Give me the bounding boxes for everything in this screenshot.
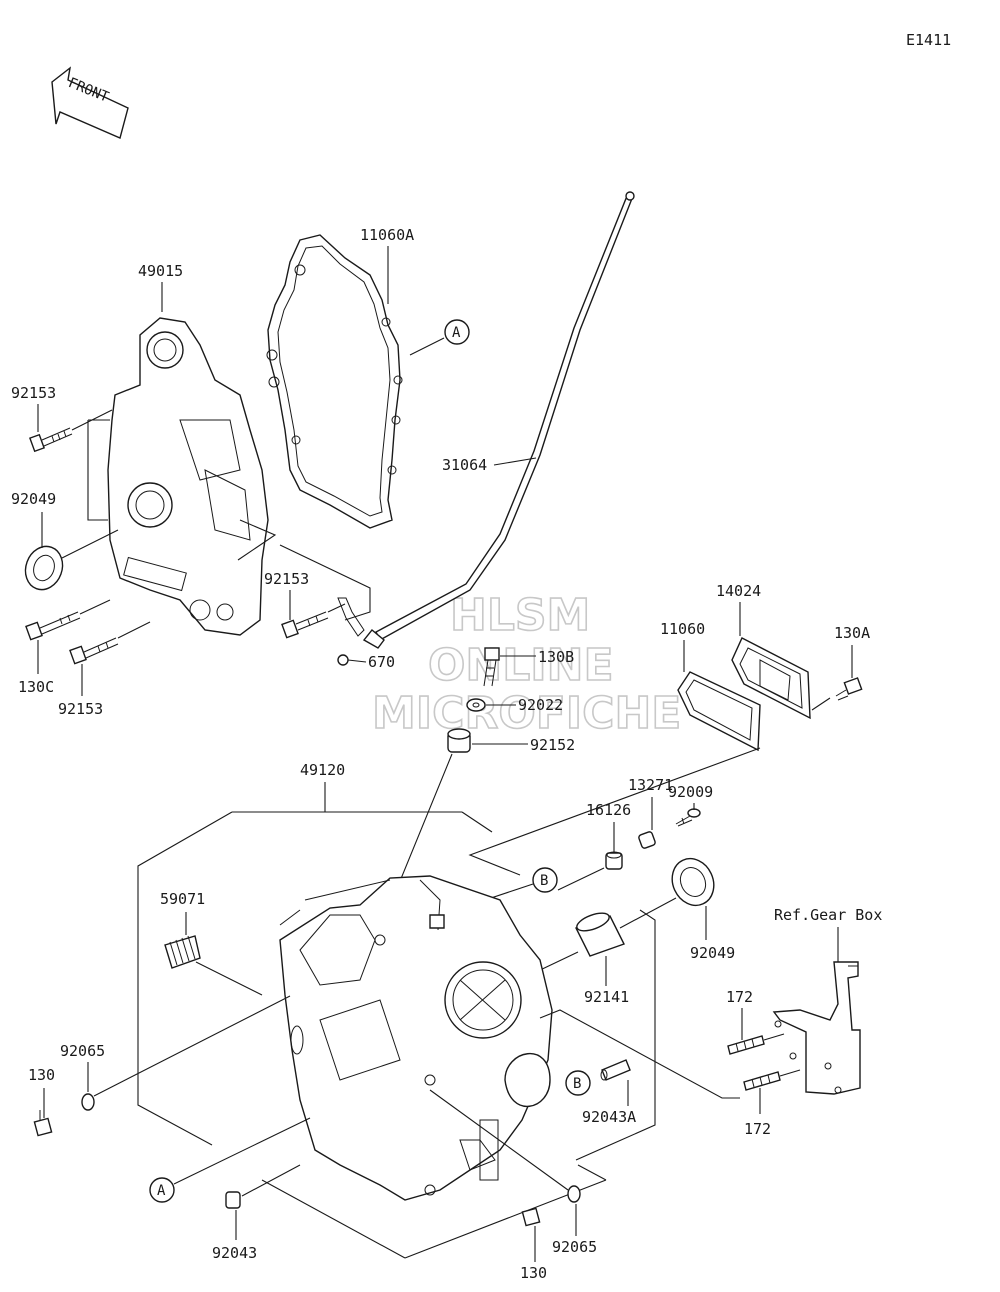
leader-92153-a <box>37 404 113 432</box>
leader-92049-b <box>619 897 707 940</box>
plug-92152 <box>447 728 471 753</box>
label-92065-b: 92065 <box>552 1238 597 1256</box>
label-670: 670 <box>368 653 395 671</box>
gasket-11060 <box>677 671 761 752</box>
label-59071: 59071 <box>160 890 205 908</box>
leader-92065-a <box>87 995 291 1097</box>
bolt-130B <box>483 647 500 687</box>
callout-A-bottom: A <box>149 1177 175 1203</box>
washer-92065-a <box>81 1093 95 1111</box>
bolt-130-a <box>33 1110 53 1137</box>
front-cover-49015 <box>107 317 269 636</box>
label-13271: 13271 <box>628 776 673 794</box>
gear-box-bracket <box>772 961 861 1095</box>
label-172-b: 172 <box>744 1120 771 1138</box>
o-ring-670 <box>337 654 349 666</box>
washer-92022 <box>466 698 486 712</box>
callout-B-upper: B <box>532 867 558 893</box>
collar-16126 <box>605 851 623 870</box>
label-16126: 16126 <box>586 801 631 819</box>
label-92152: 92152 <box>530 736 575 754</box>
leader-130C <box>37 599 111 674</box>
bolt-92153-c <box>69 637 119 665</box>
gasket-11060A <box>266 234 403 529</box>
watermark-line-2: ONLINE <box>428 640 614 691</box>
leader-92153-c <box>81 621 151 696</box>
label-92049-a: 92049 <box>11 490 56 508</box>
bolt-92153-b <box>281 611 329 639</box>
leader-92141 <box>535 951 607 986</box>
svg-text:A: A <box>452 325 461 341</box>
front-arrow-icon: FRONT <box>51 66 129 139</box>
label-49120: 49120 <box>300 761 345 779</box>
label-92043: 92043 <box>212 1244 257 1262</box>
leader-59071 <box>185 912 263 996</box>
screw-92009 <box>675 808 701 827</box>
svg-text:A: A <box>157 1183 166 1199</box>
callout-A-top: A <box>444 319 470 345</box>
stud-172-b <box>743 1071 781 1091</box>
label-49015: 49015 <box>138 262 183 280</box>
oil-seal-92049-a <box>24 545 64 591</box>
label-92043A: 92043A <box>582 1108 636 1126</box>
label-130-b: 130 <box>520 1264 547 1282</box>
reference-label: Ref.Gear Box <box>774 906 882 924</box>
diagram-code: E1411 <box>906 31 951 49</box>
dowel-92043A <box>600 1059 631 1081</box>
label-92065-a: 92065 <box>60 1042 105 1060</box>
label-130C: 130C <box>18 678 54 696</box>
dipstick-tube-31064 <box>337 191 635 649</box>
label-92049-b: 92049 <box>690 944 735 962</box>
watermark-line-1: HLSM <box>450 590 590 641</box>
bolt-130C <box>25 611 81 641</box>
bushing-92141 <box>575 912 625 957</box>
label-172-a: 172 <box>726 988 753 1006</box>
label-92153-b: 92153 <box>264 570 309 588</box>
svg-text:B: B <box>573 1076 581 1092</box>
leader-670 <box>347 659 367 663</box>
oil-seal-92049-b <box>671 857 715 907</box>
clip-13271 <box>638 831 656 849</box>
label-11060: 11060 <box>660 620 705 638</box>
label-92153-c: 92153 <box>58 700 103 718</box>
bolt-130A <box>835 677 863 701</box>
leader-callout-A-top <box>409 337 445 356</box>
label-130A: 130A <box>834 624 870 642</box>
leader-92153-b <box>289 590 346 620</box>
leader-92049-a <box>41 512 119 559</box>
washer-92065-b <box>567 1185 581 1203</box>
cover-plate-14024 <box>731 637 811 720</box>
label-14024: 14024 <box>716 582 761 600</box>
leader-172-b <box>539 1009 801 1114</box>
dowel-92043 <box>225 1191 241 1209</box>
label-130B: 130B <box>538 648 574 666</box>
watermark-line-3: MICROFICHE <box>372 688 681 739</box>
label-130-a: 130 <box>28 1066 55 1084</box>
bolt-130-b <box>521 1207 541 1227</box>
watermark: HLSM ONLINE MICROFICHE <box>371 589 682 740</box>
leader-31064 <box>493 457 537 466</box>
leader-92065-b <box>429 1089 577 1236</box>
leader-172-a <box>741 1008 785 1041</box>
label-92153-a: 92153 <box>11 384 56 402</box>
label-11060A: 11060A <box>360 226 414 244</box>
bolt-92153-a <box>29 427 73 453</box>
bracket-cover <box>468 697 831 876</box>
callout-B-lower: B <box>565 1070 591 1096</box>
label-92022: 92022 <box>518 696 563 714</box>
leader-callout-A-bottom <box>173 1117 311 1185</box>
label-92141: 92141 <box>584 988 629 1006</box>
leader-16126 <box>557 822 615 891</box>
spring-59071 <box>164 935 201 969</box>
leader-92043 <box>235 1164 301 1240</box>
bracket-49120 <box>137 782 656 1259</box>
crankcase-49120 <box>279 875 553 1201</box>
stud-172-a <box>727 1035 765 1055</box>
bracket-49015 <box>87 282 371 621</box>
svg-text:B: B <box>540 873 548 889</box>
label-31064: 31064 <box>442 456 487 474</box>
label-92009: 92009 <box>668 783 713 801</box>
